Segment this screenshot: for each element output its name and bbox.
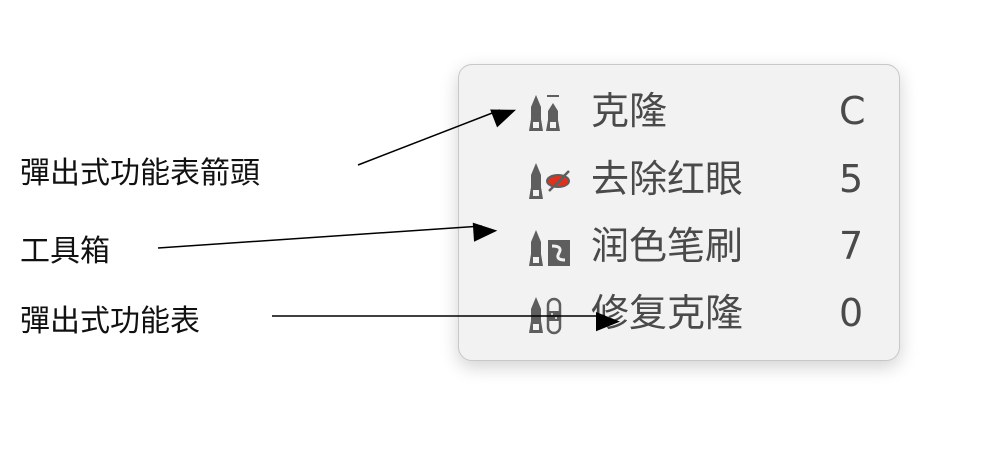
- menu-item-red-eye[interactable]: 去除红眼 5: [459, 147, 899, 213]
- red-eye-icon: [529, 163, 570, 199]
- callout-popup-menu: 彈出式功能表: [20, 304, 200, 339]
- clone-stamp-icon: [529, 95, 560, 131]
- shortcut-key: C: [839, 89, 866, 133]
- arrow-popup-arrow: [357, 109, 517, 166]
- retouch-brush-icon: [529, 230, 570, 266]
- menu-item-label: 克隆: [591, 89, 668, 133]
- menu-item-retouch[interactable]: 润色笔刷 7: [459, 214, 899, 280]
- arrow-toolbox: [157, 222, 498, 249]
- shortcut-key: 7: [839, 224, 864, 268]
- shortcut-key: 5: [839, 157, 864, 201]
- callout-popup-arrow: 彈出式功能表箭頭: [20, 156, 260, 191]
- callout-toolbox: 工具箱: [20, 234, 110, 269]
- menu-item-clone[interactable]: 克隆 C: [459, 79, 899, 145]
- menu-item-label: 润色笔刷: [591, 224, 744, 268]
- menu-item-label: 去除红眼: [591, 157, 744, 201]
- shortcut-key: 0: [839, 291, 864, 335]
